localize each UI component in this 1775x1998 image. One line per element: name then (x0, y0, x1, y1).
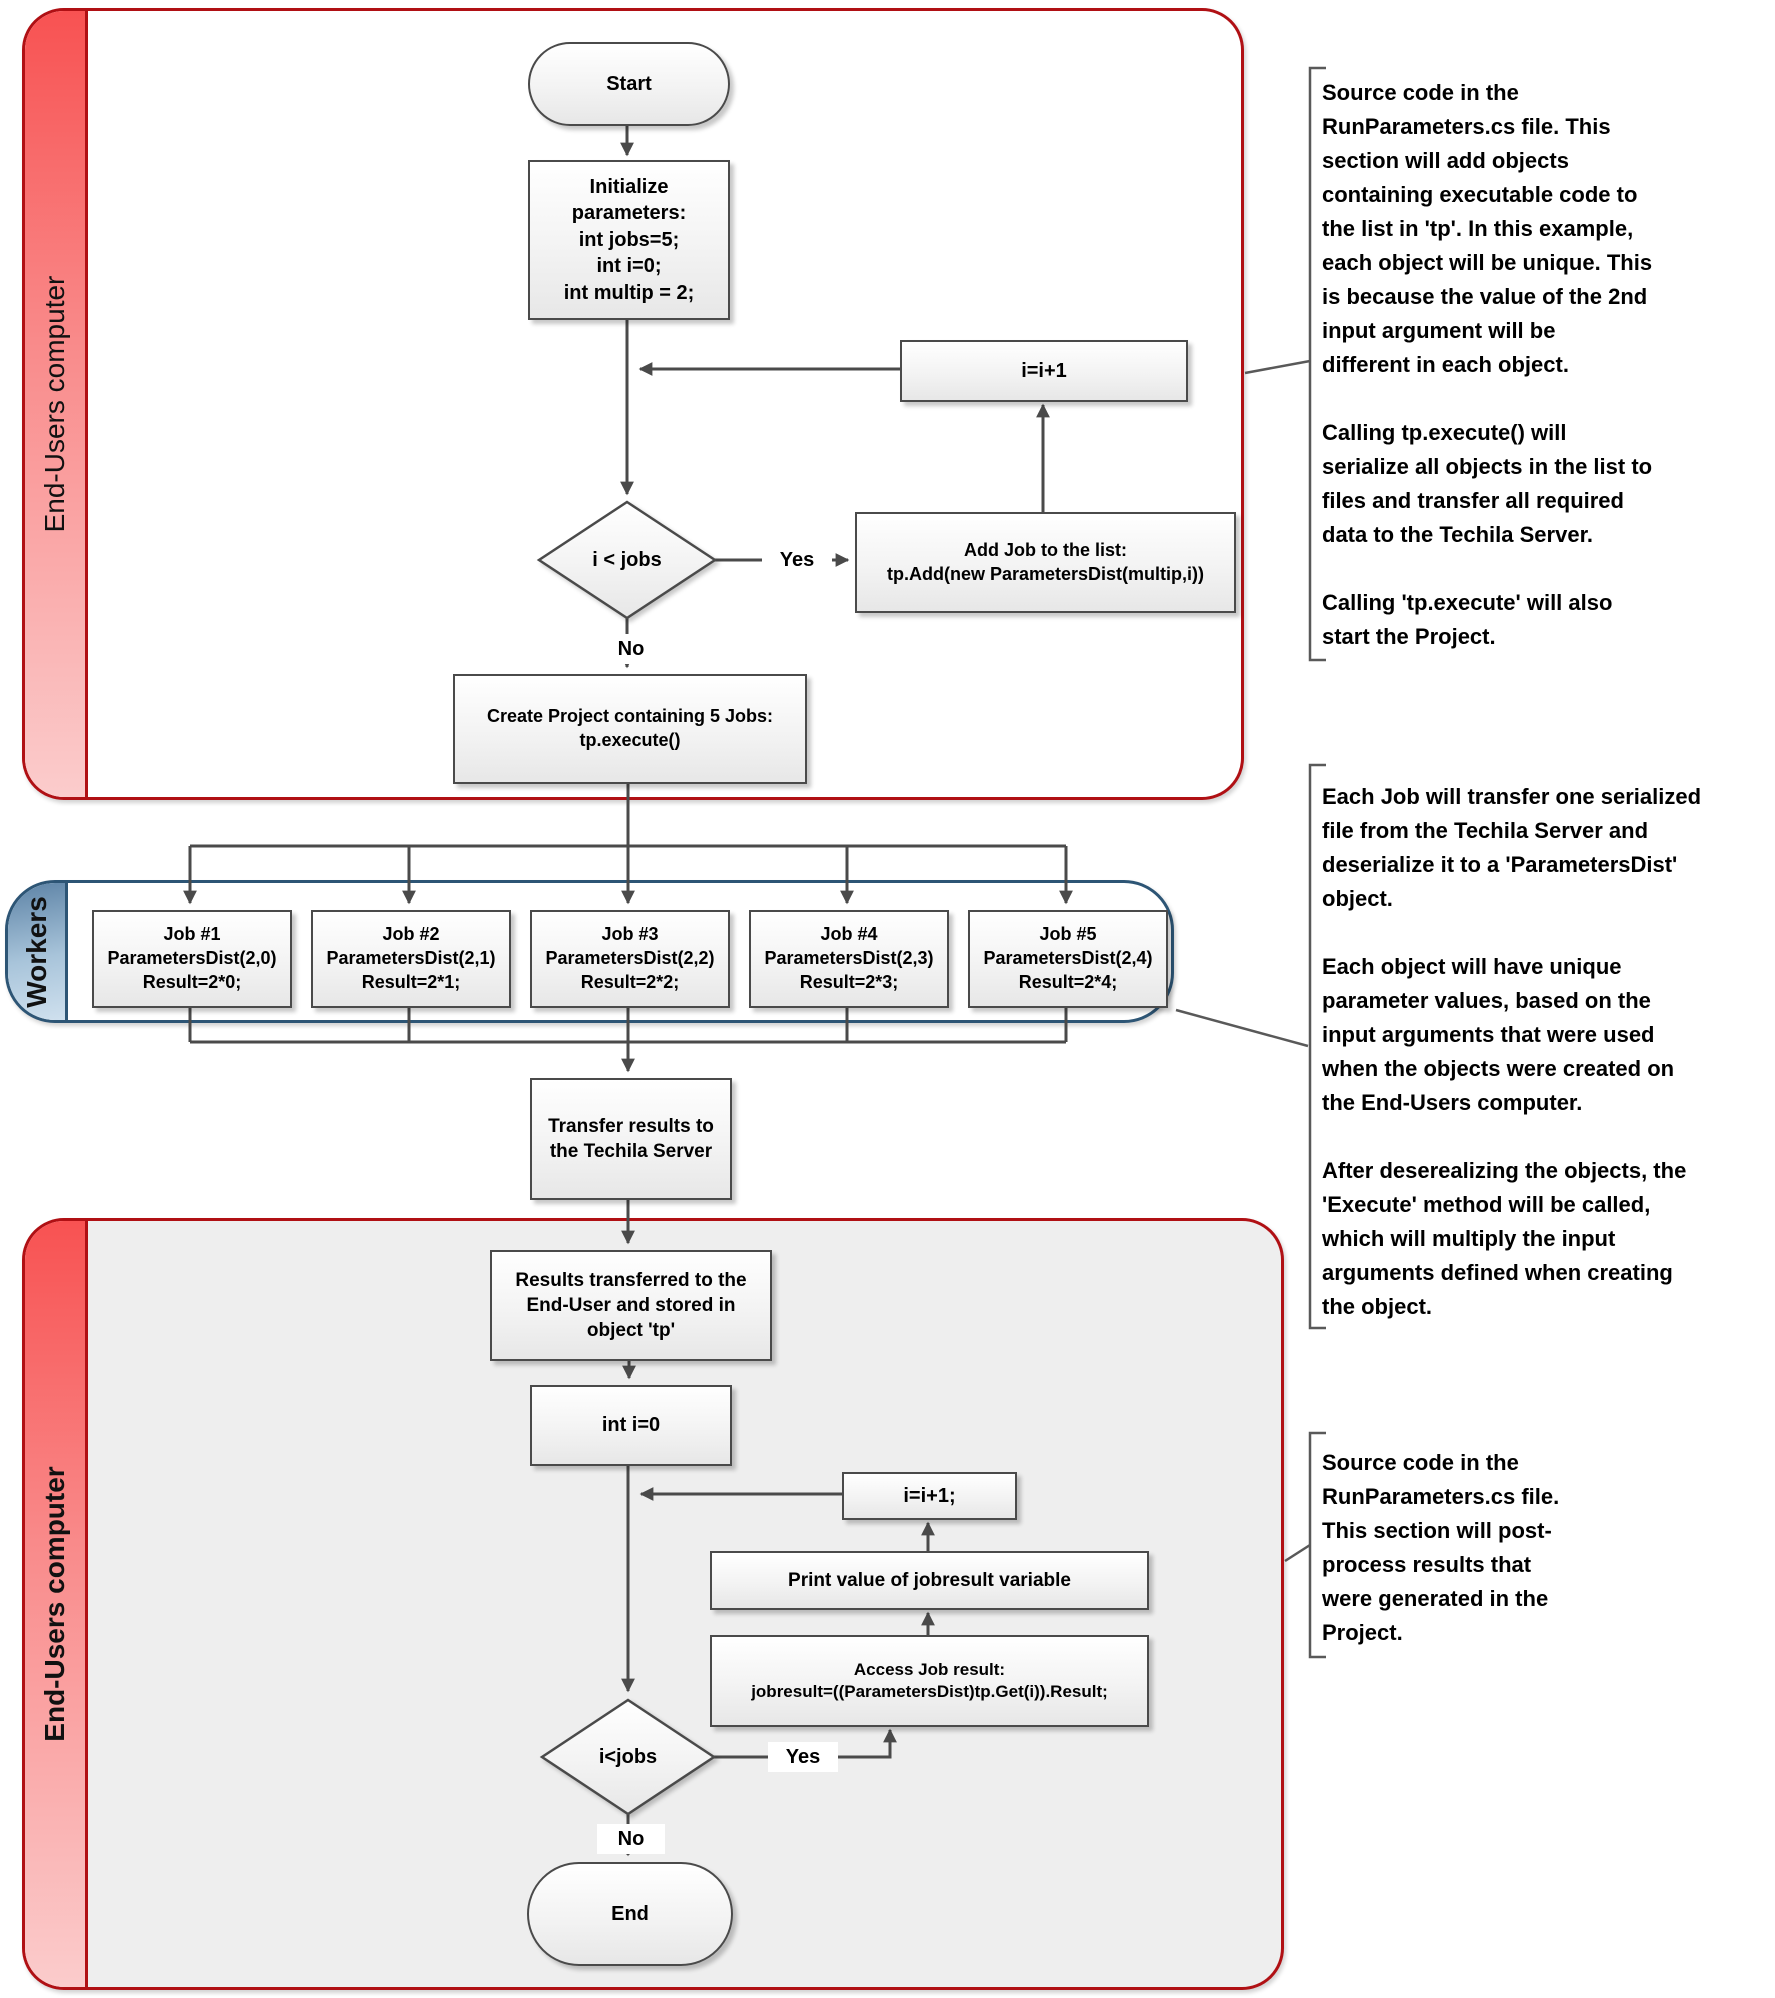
increment-node-top: i=i+1 (900, 340, 1188, 402)
yes-label-top: Yes (762, 545, 832, 575)
bracket-connector-top (1244, 359, 1311, 375)
access-job-result-node: Access Job result: jobresult=((Parameter… (710, 1635, 1149, 1727)
end-node: End (527, 1862, 733, 1966)
results-transferred-node: Results transferred to the End-User and … (490, 1250, 772, 1361)
yes-label-bottom: Yes (768, 1742, 838, 1772)
job-3-node: Job #3 ParametersDist(2,2) Result=2*2; (530, 910, 730, 1008)
create-project-node: Create Project containing 5 Jobs: tp.exe… (453, 674, 807, 784)
annotation-bottom: Source code in the RunParameters.cs file… (1322, 1450, 1560, 1645)
annotation-middle: Each Job will transfer one serialized fi… (1322, 784, 1702, 1319)
job-2-node: Job #2 ParametersDist(2,1) Result=2*1; (311, 910, 511, 1008)
container-label: End-Users computer (39, 275, 70, 533)
no-label-top: No (597, 634, 665, 664)
container-end-users-top-strip: End-Users computer (25, 11, 88, 797)
job-1-node: Job #1 ParametersDist(2,0) Result=2*0; (92, 910, 292, 1008)
decision-label-top: i < jobs (592, 548, 662, 571)
container-label: End-Users computer (39, 1466, 70, 1742)
init-i-node: int i=0 (530, 1385, 732, 1466)
start-node: Start (528, 42, 730, 126)
bracket-connector-middle (1175, 1008, 1309, 1048)
job-4-node: Job #4 ParametersDist(2,3) Result=2*3; (749, 910, 949, 1008)
print-value-node: Print value of jobresult variable (710, 1551, 1149, 1610)
no-label-bottom: No (597, 1824, 665, 1854)
initialize-parameters-node: Initialize parameters: int jobs=5; int i… (528, 160, 730, 320)
transfer-results-node: Transfer results to the Techila Server (530, 1078, 732, 1200)
annotation-top: Source code in the RunParameters.cs file… (1322, 80, 1653, 649)
job-5-node: Job #5 ParametersDist(2,4) Result=2*4; (968, 910, 1168, 1008)
add-job-node: Add Job to the list: tp.Add(new Paramete… (855, 512, 1236, 613)
container-label: Workers (20, 895, 52, 1008)
container-end-users-bottom-strip: End-Users computer (25, 1221, 88, 1987)
increment-node-bottom: i=i+1; (842, 1472, 1017, 1520)
container-workers-strip: Workers (8, 883, 68, 1020)
decision-label-bottom: i<jobs (598, 1745, 658, 1768)
bracket-connector-bottom (1284, 1543, 1311, 1563)
